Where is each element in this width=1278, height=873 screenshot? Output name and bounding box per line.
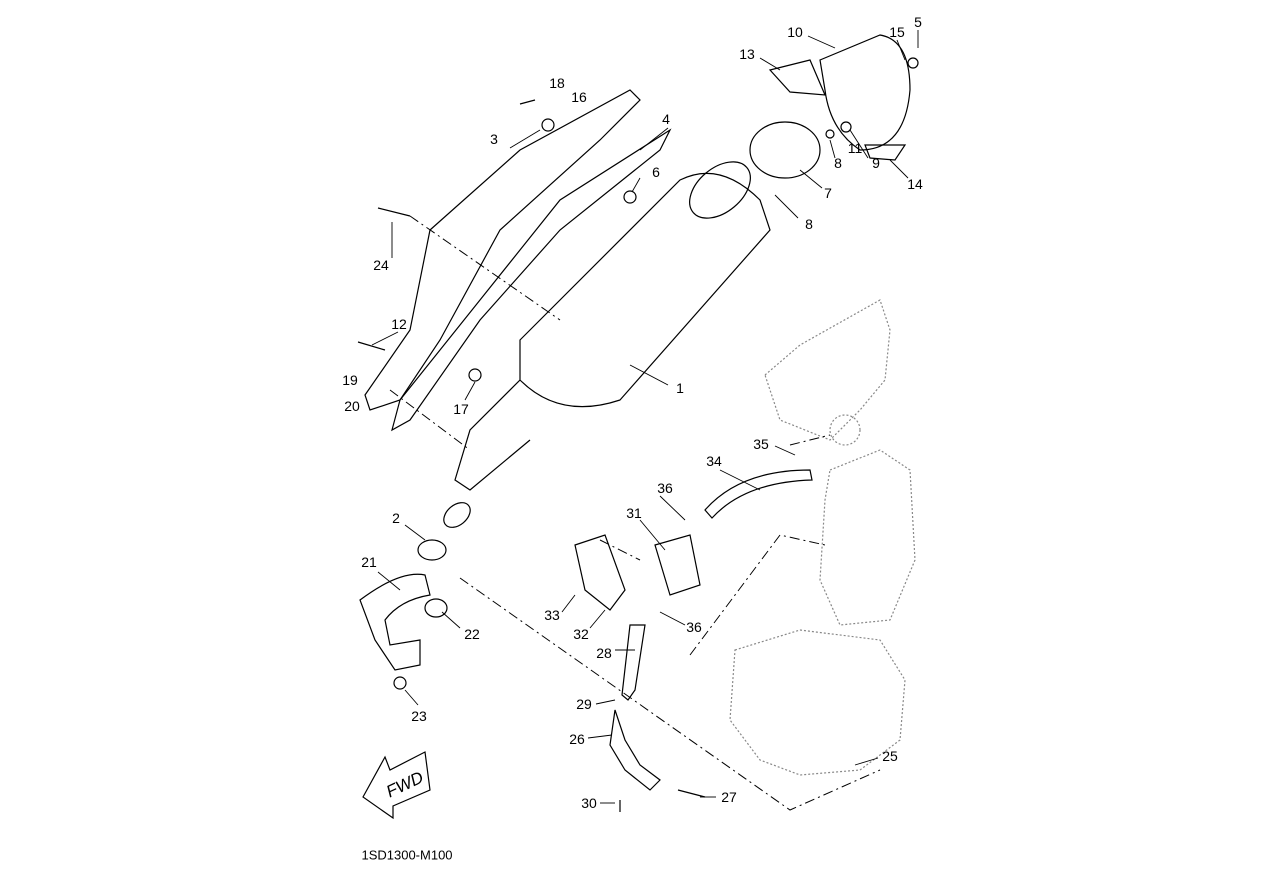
- callout-33[interactable]: 33: [544, 607, 560, 623]
- callout-34[interactable]: 34: [706, 453, 722, 469]
- callout-8b[interactable]: 8: [805, 216, 813, 232]
- callout-10[interactable]: 10: [787, 24, 803, 40]
- callout-36b[interactable]: 36: [686, 619, 702, 635]
- callout-21[interactable]: 21: [361, 554, 377, 570]
- callout-35[interactable]: 35: [753, 436, 769, 452]
- callout-15[interactable]: 15: [889, 24, 905, 40]
- callout-9[interactable]: 9: [872, 155, 880, 171]
- exhaust-joint: [359, 573, 431, 671]
- callout-12[interactable]: 12: [391, 316, 407, 332]
- bracket-32: [574, 534, 626, 611]
- fwd-arrow-shape: [362, 751, 431, 820]
- callout-11[interactable]: 11: [847, 140, 863, 156]
- diagram-code: 1SD1300-M100: [361, 847, 453, 863]
- callout-26[interactable]: 26: [569, 731, 585, 747]
- callout-27[interactable]: 27: [721, 789, 737, 805]
- callout-1[interactable]: 1: [676, 380, 684, 396]
- callout-29[interactable]: 29: [576, 696, 592, 712]
- hose-28: [621, 624, 646, 701]
- heat-shield: [364, 89, 641, 411]
- callout-31[interactable]: 31: [626, 505, 642, 521]
- callout-2[interactable]: 2: [392, 510, 400, 526]
- engine-outline: [729, 299, 916, 776]
- callout-3[interactable]: 3: [490, 131, 498, 147]
- protector-14: [864, 144, 907, 161]
- protector-13: [768, 59, 826, 96]
- air-valve: [654, 534, 701, 596]
- leader-lines: [371, 30, 919, 804]
- callout-19[interactable]: 19: [342, 372, 358, 388]
- muffler: [443, 161, 771, 528]
- callout-23[interactable]: 23: [411, 708, 427, 724]
- callout-16[interactable]: 16: [571, 89, 587, 105]
- callout-8[interactable]: 8: [834, 155, 842, 171]
- callout-25[interactable]: 25: [882, 748, 898, 764]
- end-cap: [749, 121, 821, 179]
- callout-17[interactable]: 17: [453, 401, 469, 417]
- assembly-lines: [389, 215, 881, 811]
- callout-20[interactable]: 20: [344, 398, 360, 414]
- callout-6[interactable]: 6: [652, 164, 660, 180]
- callout-13[interactable]: 13: [739, 46, 755, 62]
- callout-30[interactable]: 30: [581, 795, 597, 811]
- callout-4[interactable]: 4: [662, 111, 670, 127]
- callout-5[interactable]: 5: [914, 14, 922, 30]
- gasket-2: [417, 539, 447, 561]
- callout-24[interactable]: 24: [373, 257, 389, 273]
- callout-22[interactable]: 22: [464, 626, 480, 642]
- pipe-26: [609, 709, 661, 791]
- hose-34: [704, 469, 813, 519]
- gasket-22: [424, 598, 448, 618]
- callout-28[interactable]: 28: [596, 645, 612, 661]
- callout-14[interactable]: 14: [907, 176, 923, 192]
- heat-shield-inner: [391, 128, 672, 432]
- callout-32[interactable]: 32: [573, 626, 589, 642]
- callout-18[interactable]: 18: [549, 75, 565, 91]
- callout-36[interactable]: 36: [657, 480, 673, 496]
- callout-7[interactable]: 7: [824, 185, 832, 201]
- bolts: [357, 57, 919, 812]
